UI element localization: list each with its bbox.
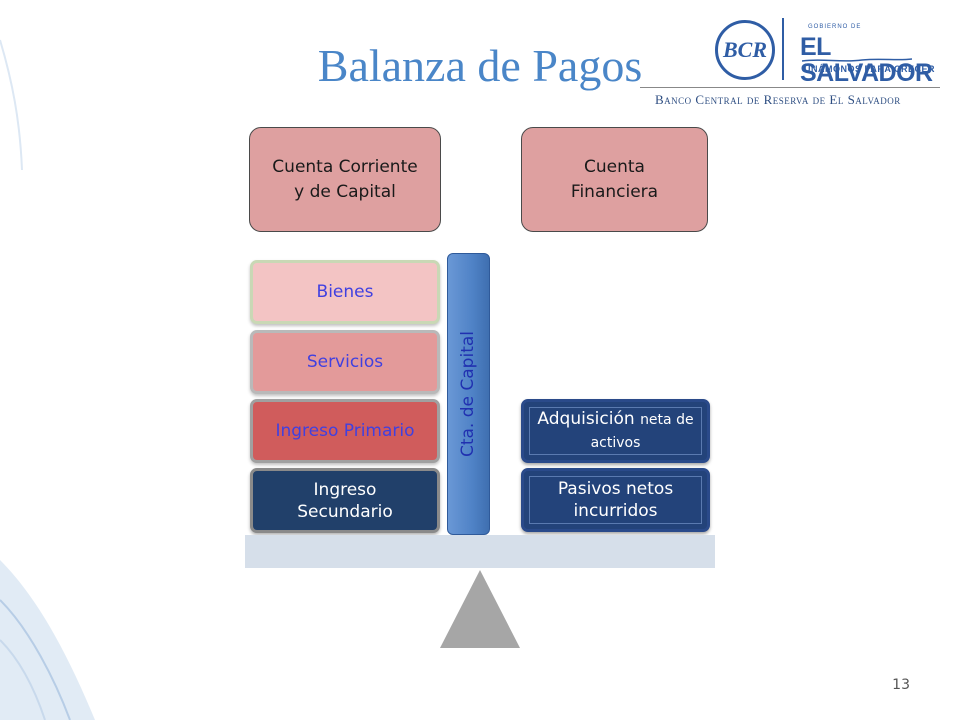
- logo-slogan: UNÁMONOS PARA CRECER: [804, 64, 936, 74]
- current-capital-account-label: Cuenta Corriente y de Capital: [272, 156, 418, 202]
- ingreso-primario-label: Ingreso Primario: [275, 421, 415, 441]
- pasivos-label: Pasivos netos incurridos: [557, 479, 674, 521]
- capital-account-column: [447, 253, 490, 535]
- bank-name: Banco Central de Reserva de El Salvador: [655, 92, 901, 107]
- logo-country-name: EL SALVADOR: [800, 33, 933, 87]
- capital-account-label: Cta. de Capital: [458, 330, 479, 458]
- logo-divider: [782, 18, 784, 80]
- logo-wave-icon: [802, 58, 912, 62]
- bcr-logo-seal: BCR: [715, 20, 775, 80]
- logo-gobierno-text: GOBIERNO DE: [808, 24, 862, 30]
- pasivos-block: Pasivos netos incurridos: [521, 468, 710, 532]
- page-number: 13: [892, 677, 910, 693]
- adquisicion-main: Adquisición: [537, 409, 635, 429]
- servicios-block: Servicios: [250, 330, 440, 394]
- ingreso-secundario-label: Ingreso Secundario: [297, 479, 393, 522]
- financial-account-label: Cuenta Financiera: [570, 156, 659, 202]
- fulcrum-triangle: [440, 570, 520, 648]
- adquisicion-suffix: neta de activos: [590, 412, 694, 451]
- adquisicion-block: Adquisición neta de activos: [521, 399, 710, 463]
- bienes-block: Bienes: [250, 260, 440, 324]
- current-capital-account-header: Cuenta Corriente y de Capital: [249, 127, 441, 232]
- bcr-initials: BCR: [722, 37, 768, 62]
- financial-account-header: Cuenta Financiera: [521, 127, 708, 232]
- slide-title: Balanza de Pagos: [317, 40, 643, 91]
- servicios-label: Servicios: [306, 352, 384, 372]
- ingreso-primario-block: Ingreso Primario: [250, 399, 440, 463]
- capital-account-label-wrap: Cta. de Capital: [447, 253, 490, 535]
- ingreso-secundario-block: Ingreso Secundario: [250, 468, 440, 533]
- bienes-label: Bienes: [316, 282, 374, 302]
- adquisicion-text: Adquisición neta de activos: [530, 408, 701, 454]
- scale-beam: [245, 535, 715, 568]
- header-rule: [640, 87, 940, 88]
